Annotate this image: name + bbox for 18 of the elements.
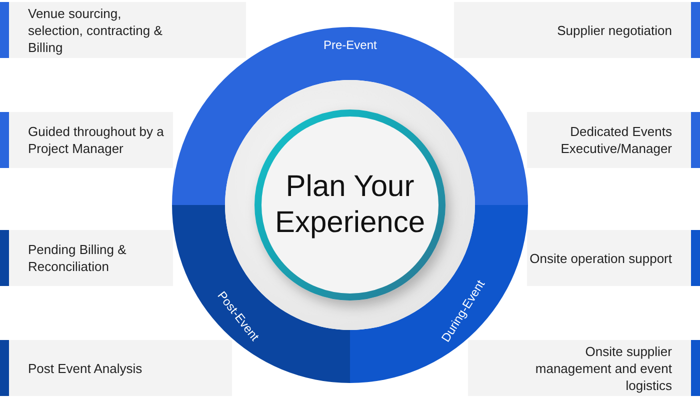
text-card bbox=[0, 2, 246, 58]
card-text: Onsite operation support bbox=[530, 250, 672, 266]
text-card bbox=[454, 2, 700, 58]
card-text: Pending Billing & Reconciliation bbox=[28, 241, 128, 275]
card-text: Post Event Analysis bbox=[28, 360, 142, 376]
text-card bbox=[0, 340, 232, 396]
text-card bbox=[527, 112, 700, 168]
center-title: Plan Your Experience bbox=[274, 169, 426, 241]
text-card bbox=[527, 230, 700, 286]
text-card bbox=[468, 340, 700, 396]
card-text: Supplier negotiation bbox=[557, 22, 672, 38]
card-text: Venue sourcing, selection, contracting & Billing bbox=[28, 4, 164, 56]
segment-label: Pre-Event bbox=[324, 38, 377, 52]
card-text: Onsite supplier management and event logistics bbox=[534, 342, 672, 394]
text-card bbox=[0, 112, 173, 168]
card-text: Guided throughout by a Project Manager bbox=[28, 123, 165, 157]
text-card bbox=[0, 230, 173, 286]
card-text: Dedicated Events Executive/Manager bbox=[560, 123, 672, 157]
